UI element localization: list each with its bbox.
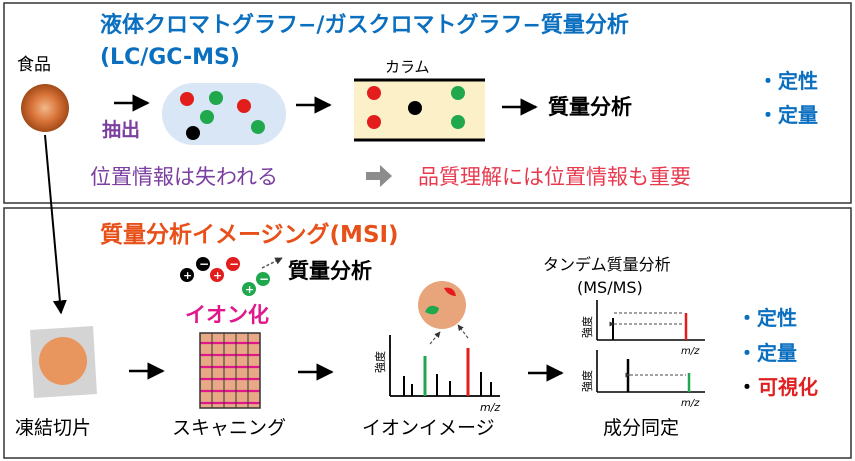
ion-positive-icon [180,268,194,282]
extract-dot-red [180,92,194,106]
position-lost-text: 位置情報は失われる [90,165,278,189]
ion-sign: − [199,257,209,271]
msms2-intensity-label: 強度 [580,370,594,392]
frozen-section-label: 凍結切片 [15,417,91,439]
msi-panel [3,207,852,459]
msms2-mz-label: m/z [681,398,700,409]
msms-spectrum-2 [596,350,705,393]
top-mass-analysis-label: 質量分析 [548,95,632,119]
dashed-arrow-icon [457,324,469,339]
tandem-label: タンデム質量分析 [543,255,671,274]
dashed-arrow-icon [429,331,441,345]
frozen-section-sample [39,337,87,385]
tandem-sub-label: (MS/MS) [577,278,643,297]
msi-title: 質量分析イメージング(MSI) [100,221,399,248]
position-important-text: 品質理解には位置情報も重要 [418,165,691,189]
bottom-mass-analysis-label: 質量分析 [288,259,372,283]
ionization-label: イオン化 [185,303,269,327]
ion-sign: + [245,283,254,296]
ion-negative-icon [226,257,240,271]
ion-negative-icon [256,272,270,286]
msms1-intensity-label: 強度 [580,316,594,338]
ion-image-label: イオンイメージ [362,417,495,439]
extract-dot-green [209,91,223,105]
extract-dot-green [200,110,214,124]
column-dot-black [408,101,422,115]
extract-label: 抽出 [102,118,140,141]
mass-spectrum [389,335,500,397]
top-bullet-quantitative: ・定量 [758,103,818,127]
extract-dot-black [186,126,200,140]
ion-sign: − [259,272,269,286]
food-sample-icon [21,84,69,132]
bottom-bullet-visualize: 可視化 [758,375,818,399]
spectrum-mz-label: m/z [480,401,500,414]
ion-image-icon [418,281,466,329]
food-label: 食品 [17,55,51,75]
ion-image-red-spot [444,287,456,296]
ion-image-green-spot [425,305,439,315]
column-dot-green [451,86,465,100]
column-dot-green [451,115,465,129]
msms-spectrum-1 [596,300,705,341]
ion-dashed-arrow [261,257,283,269]
ion-negative-icon [196,257,210,271]
scan-grid [199,332,261,409]
scanning-label: スキャニング [172,417,286,439]
top-bullet-qualitative: ・定性 [758,69,818,93]
extract-dot-green [251,120,265,134]
extract-dot-red [237,99,251,113]
column-dot-red [367,115,381,129]
ion-positive-icon [210,268,224,282]
column-label: カラム [385,58,430,76]
top-title-line2: (LC/GC-MS) [100,45,240,70]
ion-sign: + [213,269,222,282]
top-title-line1: 液体クロマトグラフ−/ガスクロマトグラフ−質量分析 [100,12,629,38]
msms1-mz-label: m/z [681,346,700,357]
spectrum-intensity-label: 強度 [373,351,387,373]
gray-arrow-icon [366,165,392,187]
extract-capsule [162,83,286,145]
bottom-bullet-visualize-dot: ・ [737,375,757,399]
ion-sign: − [229,257,239,271]
column-dot-red [367,86,381,100]
bottom-bullet-quantitative: ・定量 [737,341,797,365]
ion-sign: + [183,269,192,282]
ion-positive-icon [242,282,256,296]
arrow-food-to-section [44,134,67,315]
component-id-label: 成分同定 [603,417,679,439]
bottom-bullet-qualitative: ・定性 [737,306,797,330]
